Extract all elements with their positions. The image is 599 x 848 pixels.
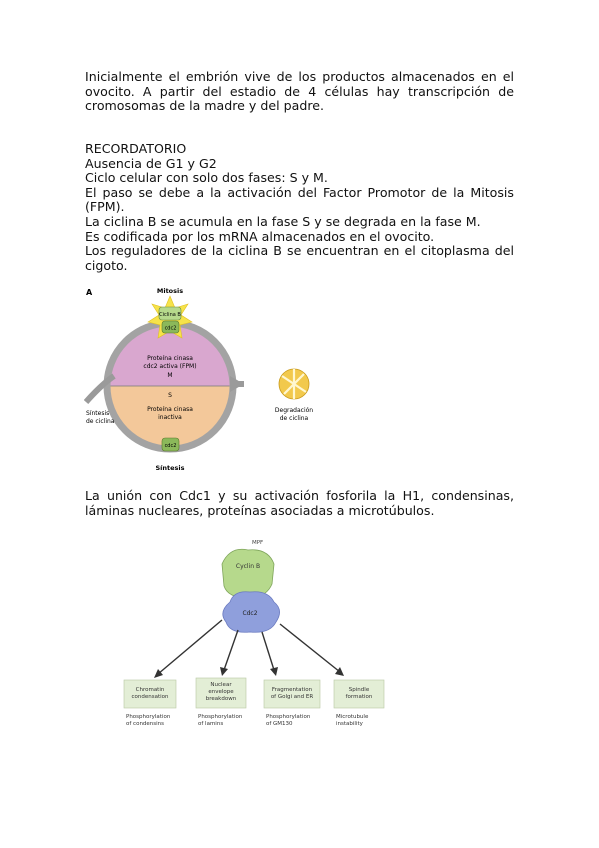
s-half-line-3: inactiva [158,414,182,421]
degradation-arrow [230,376,244,392]
chromatin-box [123,679,177,709]
mpf-label: MPF [252,540,263,546]
chromatin-caption-line-1: Phosphorylation [126,714,171,720]
cell-cycle-diagram: A Mitosis Ciclina B cdc2 Proteína cinasa… [83,287,262,472]
cdc2-label-bottom: cdc2 [165,443,177,449]
recordatorio-item: Es codificada por los mRNA almacenados e… [85,228,435,244]
cell-cycle-figure: A Mitosis Ciclina B cdc2 Proteína cinasa… [83,284,313,474]
arrow-to-nuclear [223,629,239,671]
sintesis-ciclina-line-1: Síntesis [86,410,109,417]
union-line-2: láminas nucleares, proteínas asociadas a… [85,502,435,518]
cyclin-b-label: Cyclin B [236,563,260,570]
mitosis-label: Mitosis [157,287,183,295]
golgi-box-line-2: of Golgi and ER [271,694,314,700]
chromatin-caption-line-2: of condensins [126,721,164,727]
chromatin-box-line-2: condensation [131,694,169,700]
degradacion-line-2: de ciclina [280,415,309,422]
degradation-group: Degradación de ciclina [275,368,313,422]
recordatorio-item: Los reguladores de la ciclina B se encue… [85,243,514,259]
spindle-caption-line-2: instability [336,721,364,727]
golgi-box-line-1: Fragmentation [272,687,313,693]
panel-letter: A [86,288,93,297]
nuclear-box-line-3: breakdown [206,696,237,702]
golgi-caption-line-2: of GM130 [266,721,293,727]
cyclin-block-top [158,306,182,321]
arrow-to-spindle [279,623,341,673]
spindle-box-line-1: Spindle [349,687,370,693]
spindle-box [333,679,385,709]
s-half-line-2: Proteína cinasa [147,406,193,413]
arrow-to-chromatin [157,619,223,675]
golgi-caption-line-1: Phosphorylation [266,714,311,720]
cyclin-label-top: Ciclina B [159,312,181,318]
recordatorio-item: (FPM). [85,199,125,215]
degradacion-line-1: Degradación [275,407,313,414]
intro-line-1: Inicialmente el embrión vive de los prod… [85,69,514,84]
mpf-targets-diagram: MPF Cyclin B Cdc2 Chromatin condensation… [123,540,385,727]
cdc2-label-top: cdc2 [165,326,177,332]
nuclear-caption-line-2: of lamins [198,721,223,727]
golgi-box [263,679,321,709]
union-paragraph: La unión con Cdc1 y su activación fosfor… [85,488,514,518]
m-half-line-3: M [167,372,172,379]
cyclin-b-blob [221,548,275,599]
union-line-1: La unión con Cdc1 y su activación fosfor… [85,488,514,503]
m-half-line-2: cdc2 activa (FPM) [143,363,196,370]
intro-paragraph: Inicialmente el embrión vive de los prod… [85,69,514,114]
spindle-box-line-2: formation [346,694,373,700]
recordatorio-item: La ciclina B se acumula en la fase S y s… [85,213,481,229]
recordatorio-item: Ausencia de G1 y G2 [85,155,217,171]
recordatorio-heading: RECORDATORIO [85,141,187,156]
cdc2-block-top [161,320,180,334]
recordatorio-item: El paso se debe a la activación del Fact… [85,184,514,200]
cdc2-blob [222,591,280,633]
sintesis-label: Síntesis [155,464,184,472]
synthesis-arrow [83,373,116,404]
s-half-line-1: S [168,392,172,399]
mpf-targets-figure: MPF Cyclin B Cdc2 Chromatin condensation… [118,536,390,736]
chromatin-box-line-1: Chromatin [136,687,165,693]
intro-line-2: ovocito. A partir del estadio de 4 célul… [85,83,514,99]
nuclear-caption-line-1: Phosphorylation [198,714,243,720]
recordatorio-section: RECORDATORIO Ausencia de G1 y G2 Ciclo c… [85,141,514,273]
cdc2-block-bottom [161,437,180,452]
nuclear-box [195,677,247,709]
recordatorio-item: cigoto. [85,257,128,273]
m-half-line-1: Proteína cinasa [147,355,193,362]
intro-line-3: cromosomas de la madre y del padre. [85,98,324,114]
nuclear-box-line-2: envelope [208,689,234,695]
cdc2-label: Cdc2 [242,610,257,617]
arrow-to-golgi [261,631,275,671]
sintesis-ciclina-line-2: de ciclina [86,418,115,425]
recordatorio-item: Ciclo celular con solo dos fases: S y M. [85,170,328,186]
spindle-caption-line-1: Microtubule [336,714,369,720]
nuclear-box-line-1: Nuclear [210,682,232,688]
